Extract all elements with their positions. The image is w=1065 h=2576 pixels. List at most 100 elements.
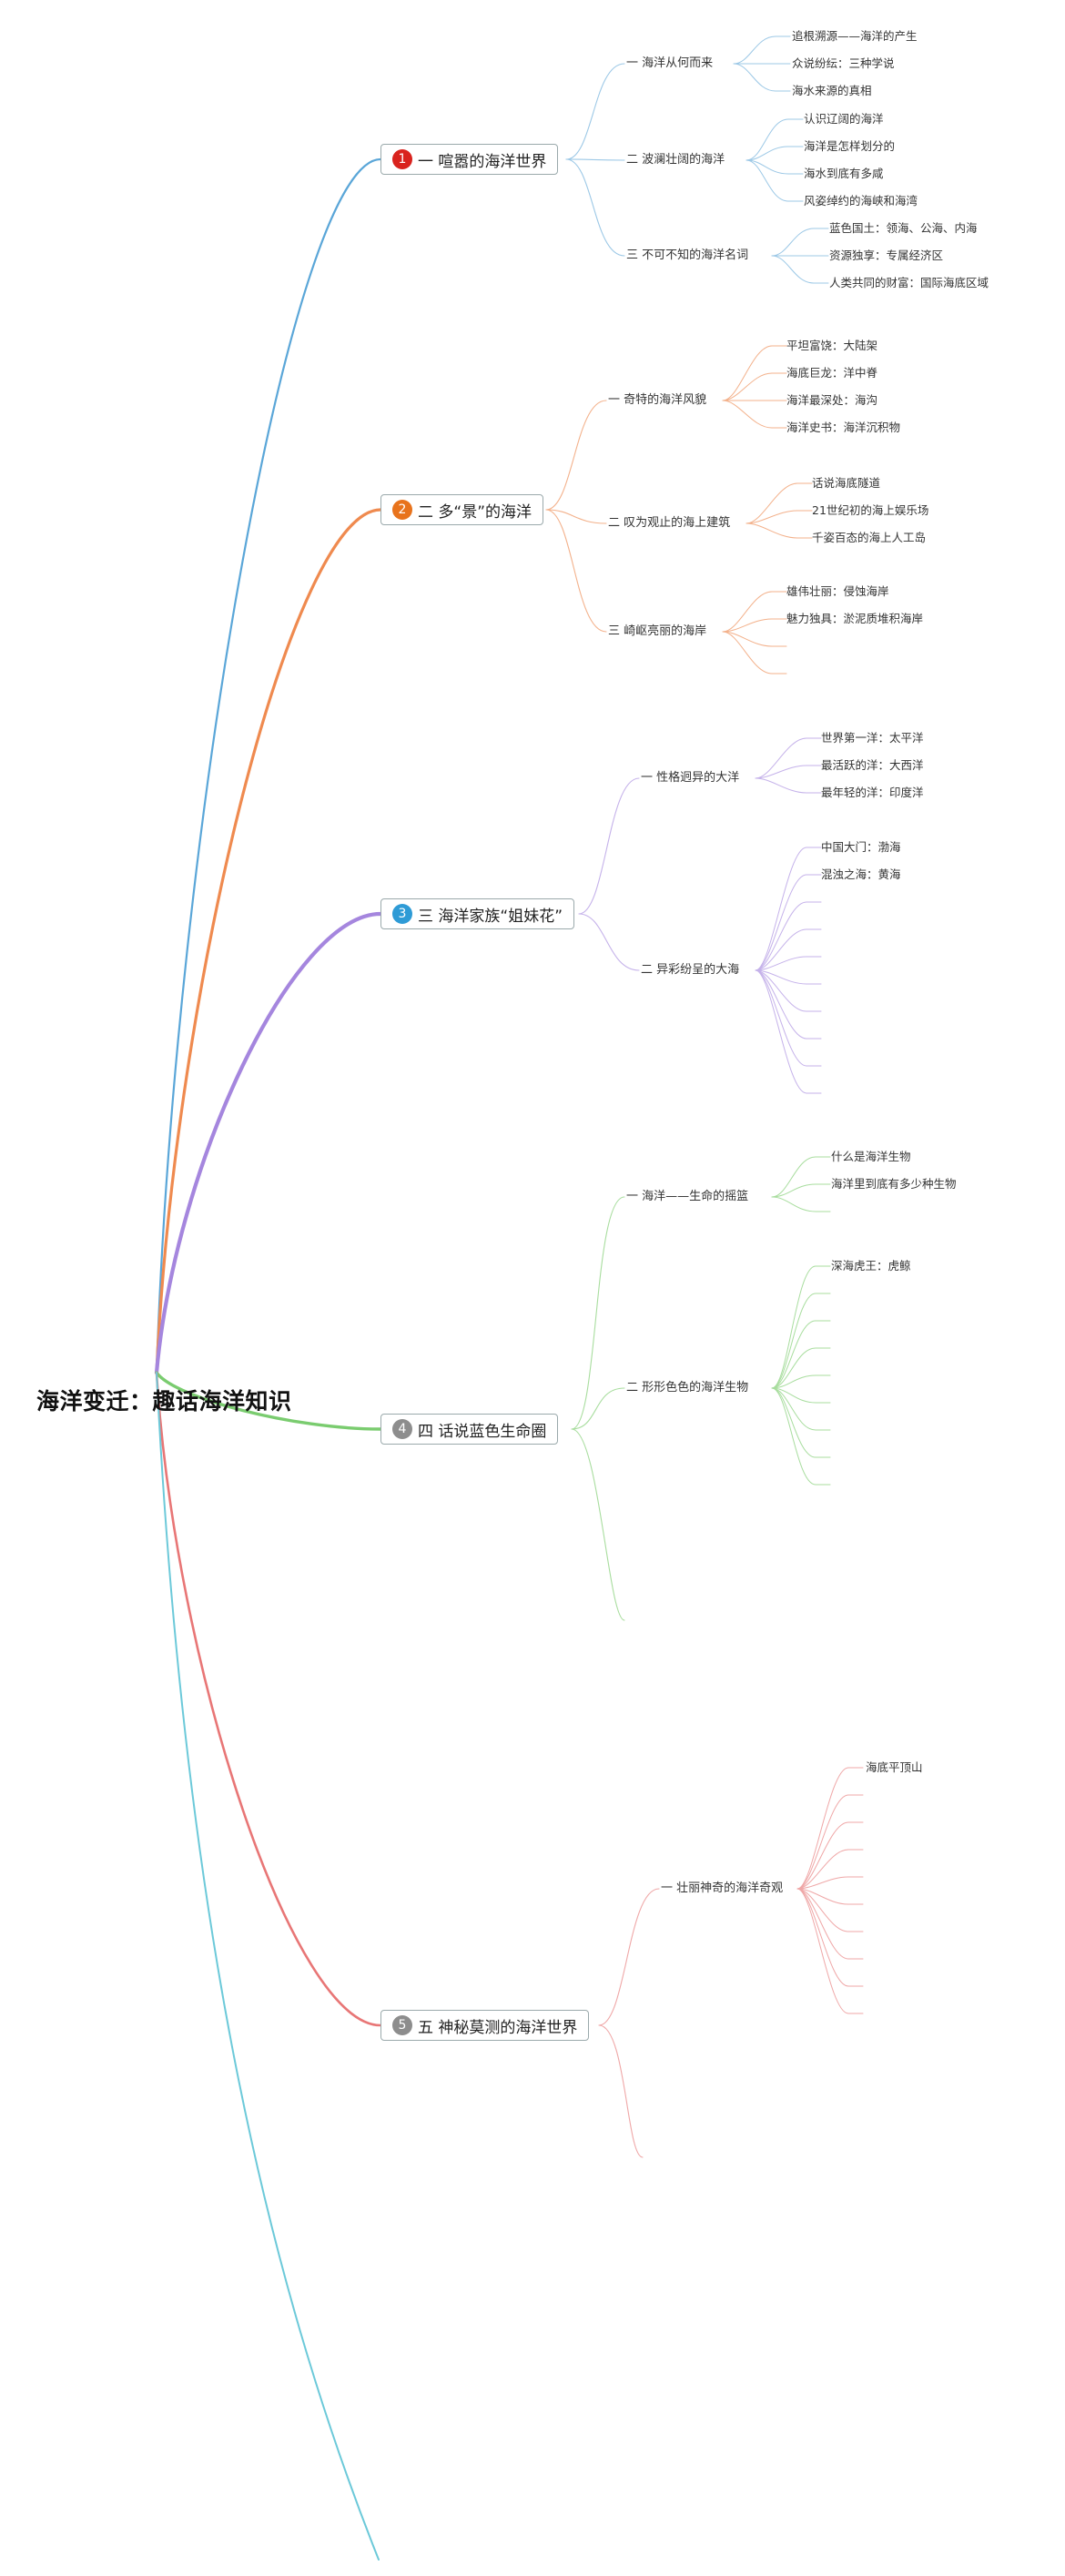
- subtopic-connector: [571, 1387, 625, 1430]
- leaf-topic[interactable]: 平坦富饶：大陆架: [786, 339, 878, 352]
- leaf-topic[interactable]: 深海虎王：虎鲸: [831, 1259, 911, 1273]
- number-badge-icon: 5: [392, 2015, 412, 2035]
- subtopic[interactable]: 一 奇特的海洋风貌: [608, 393, 707, 407]
- subtopic-connector: [598, 1888, 660, 2026]
- leaf-connector: [755, 956, 807, 971]
- leaf-topic[interactable]: 众说纷纭：三种学说: [792, 56, 895, 70]
- leaf-connector: [771, 1387, 816, 1458]
- number-badge-icon: 4: [392, 1419, 412, 1439]
- subtopic[interactable]: 一 海洋从何而来: [626, 56, 714, 70]
- branch-connector: [155, 1371, 382, 1431]
- leaf-connector: [746, 118, 789, 161]
- leaf-connector: [722, 631, 773, 674]
- leaf-connector: [755, 737, 807, 779]
- leaf-topic[interactable]: 话说海底隧道: [812, 476, 881, 490]
- subtopic[interactable]: 二 波澜壮阔的海洋: [626, 153, 725, 167]
- leaf-topic[interactable]: 海水到底有多咸: [804, 167, 884, 180]
- branch-topic-1[interactable]: 1 一 喧嚣的海洋世界: [380, 144, 559, 175]
- branch-topic-4[interactable]: 4 四 话说蓝色生命圈: [380, 1414, 559, 1445]
- leaf-topic[interactable]: 千姿百态的海上人工岛: [812, 531, 927, 544]
- leaf-topic[interactable]: 最活跃的洋：大西洋: [821, 758, 924, 772]
- subtopic[interactable]: 一 壮丽神奇的海洋奇观: [661, 1881, 784, 1895]
- leaf-connector: [722, 400, 773, 429]
- leaf-connector: [771, 1265, 816, 1389]
- leaf-connector: [733, 35, 776, 65]
- subtopic-connector: [578, 777, 640, 915]
- leaf-connector: [796, 1849, 849, 1890]
- leaf-topic[interactable]: 资源独享：专属经济区: [829, 248, 944, 262]
- leaf-topic[interactable]: 雄伟壮丽：侵蚀海岸: [786, 584, 889, 598]
- leaf-connector: [771, 1374, 816, 1389]
- subtopic-connector: [565, 158, 625, 161]
- leaf-topic[interactable]: 海水来源的真相: [792, 84, 872, 97]
- leaf-topic[interactable]: 蓝色国土：领海、公海、内海: [829, 221, 978, 235]
- leaf-connector: [722, 372, 773, 401]
- leaf-topic[interactable]: 海洋是怎样划分的: [804, 139, 896, 153]
- leaf-topic[interactable]: 中国大门：渤海: [821, 840, 901, 854]
- leaf-connector: [755, 777, 807, 794]
- leaf-connector: [722, 618, 773, 633]
- subtopic-connector: [598, 2024, 644, 2158]
- branch-title: 四 话说蓝色生命圈: [418, 1422, 547, 1441]
- leaf-connector: [755, 874, 807, 971]
- leaf-connector: [771, 1196, 816, 1212]
- leaf-connector: [746, 510, 798, 524]
- root-topic[interactable]: 海洋变迁：趣话海洋知识: [36, 1388, 292, 1415]
- leaf-connector: [796, 1767, 849, 1890]
- leaf-topic[interactable]: 海洋里到底有多少种生物: [831, 1177, 957, 1191]
- leaf-connector: [746, 159, 789, 202]
- branch-topic-2[interactable]: 2 二 多“景”的海洋: [380, 494, 544, 525]
- subtopic[interactable]: 二 叹为观止的海上建筑: [608, 516, 731, 530]
- branch-connector: [156, 1372, 380, 2561]
- subtopic-connector: [545, 509, 607, 524]
- leaf-connector: [796, 1821, 849, 1890]
- branch-title: 五 神秘莫测的海洋世界: [418, 2018, 578, 2037]
- leaf-connector: [771, 1387, 816, 1486]
- leaf-topic[interactable]: 魅力独具：淤泥质堆积海岸: [786, 612, 924, 625]
- leaf-connector: [796, 1876, 849, 1890]
- leaf-topic[interactable]: 海洋最深处：海沟: [786, 393, 878, 407]
- leaf-connector: [755, 969, 807, 1067]
- leaf-connector: [722, 591, 773, 633]
- leaf-topic[interactable]: 世界第一洋：太平洋: [821, 731, 924, 745]
- leaf-topic[interactable]: 21世纪初的海上娱乐场: [812, 503, 929, 517]
- leaf-connector: [771, 1347, 816, 1389]
- leaf-topic[interactable]: 风姿绰约的海峡和海湾: [804, 194, 918, 208]
- subtopic[interactable]: 一 海洋——生命的摇篮: [626, 1190, 749, 1203]
- leaf-topic[interactable]: 海底平顶山: [866, 1760, 923, 1774]
- branch-topic-5[interactable]: 5 五 神秘莫测的海洋世界: [380, 2010, 590, 2041]
- subtopic[interactable]: 二 形形色色的海洋生物: [626, 1381, 749, 1394]
- branch-topic-3[interactable]: 3 三 海洋家族“姐妹花”: [380, 898, 575, 929]
- subtopic-connector: [565, 63, 625, 160]
- number-badge-icon: 1: [392, 149, 412, 169]
- subtopic[interactable]: 三 不可不知的海洋名词: [626, 248, 749, 262]
- subtopic-connector: [545, 509, 607, 633]
- leaf-connector: [796, 1888, 849, 1932]
- leaf-connector: [755, 969, 807, 1012]
- branch-connector: [155, 157, 382, 1374]
- leaf-connector: [755, 847, 807, 971]
- subtopic-connector: [571, 1428, 625, 1621]
- subtopic[interactable]: 一 性格迥异的大洋: [641, 771, 740, 785]
- leaf-topic[interactable]: 海底巨龙：洋中脊: [786, 366, 878, 380]
- subtopic[interactable]: 三 崎岖亮丽的海岸: [608, 624, 707, 638]
- leaf-connector: [755, 928, 807, 971]
- leaf-topic[interactable]: 最年轻的洋：印度洋: [821, 786, 924, 799]
- leaf-connector: [733, 63, 776, 92]
- leaf-connector: [796, 1794, 849, 1890]
- number-badge-icon: 2: [392, 500, 412, 520]
- leaf-connector: [755, 969, 807, 1094]
- leaf-topic[interactable]: 海洋史书：海洋沉积物: [786, 421, 901, 434]
- leaf-topic[interactable]: 人类共同的财富：国际海底区域: [829, 276, 989, 289]
- leaf-connector: [746, 146, 789, 161]
- leaf-topic[interactable]: 追根溯源——海洋的产生: [792, 29, 918, 43]
- leaf-topic[interactable]: 什么是海洋生物: [831, 1150, 911, 1163]
- leaf-connector: [771, 1293, 816, 1389]
- leaf-connector: [746, 522, 798, 539]
- leaf-topic[interactable]: 混浊之海：黄海: [821, 867, 901, 881]
- leaf-topic[interactable]: 认识辽阔的海洋: [804, 112, 884, 126]
- leaf-connector: [771, 1156, 816, 1198]
- leaf-connector: [796, 1888, 849, 1960]
- subtopic[interactable]: 二 异彩纷呈的大海: [641, 963, 740, 977]
